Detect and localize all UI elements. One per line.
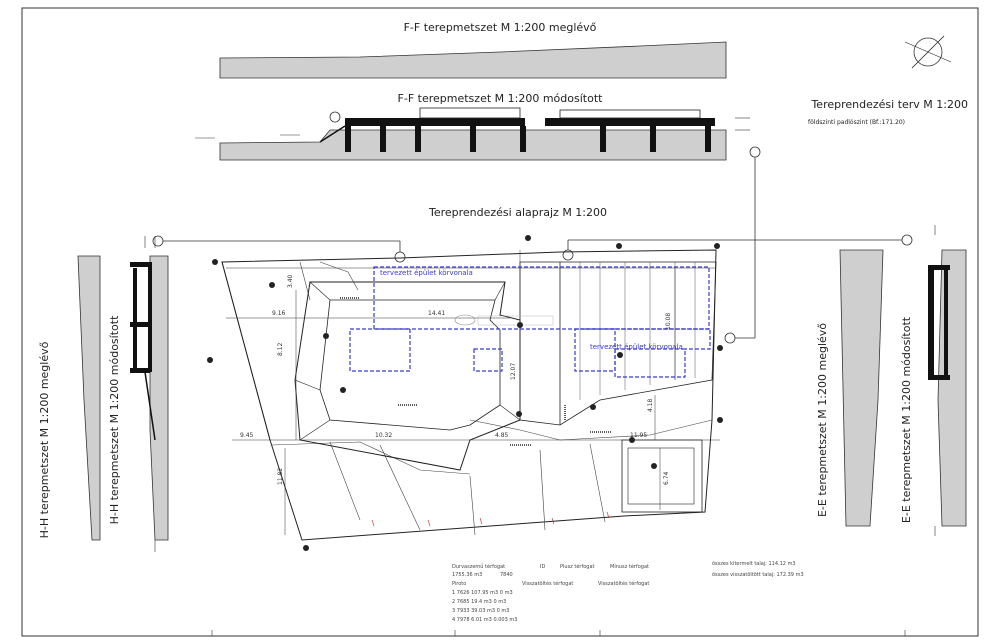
stamp-logo	[454, 314, 476, 326]
dim-label: 9.16	[272, 310, 286, 317]
svg-text:1 7626 107.95 m3: 1 7626 107.95 m3 0 m3	[452, 590, 513, 596]
dim-label: 3.40	[287, 274, 294, 288]
svg-text:Visszatöltés térfogat: Visszatöltés térfogat	[522, 580, 573, 587]
dim-label: 9.45	[240, 432, 254, 439]
svg-text:Mínusz térfogat: Mínusz térfogat	[610, 563, 649, 570]
north-arrow-icon	[904, 35, 952, 69]
section-markers	[152, 111, 913, 344]
dim-label: 10.08	[665, 313, 672, 330]
site-plan: tervezett épület körvonala tervezett épü…	[207, 235, 723, 551]
hh-existing-title: H-H terepmetszet M 1:200 meglévő	[38, 341, 51, 538]
svg-text:Durvaszemű térfogat: Durvaszemű térfogat	[452, 563, 505, 570]
plan-title: Tereprendezési terv M 1:200	[810, 98, 968, 111]
total-fill: összes visszatöltött talaj: 172.39 m3	[712, 572, 804, 578]
svg-text:2 7685 19.4 m3 0: 2 7685 19.4 m3 0 m3	[452, 599, 506, 605]
dim-label: 8.12	[277, 342, 284, 356]
dim-label: 6.74	[663, 471, 670, 485]
ee-existing-terrain	[839, 249, 884, 527]
dim-label: 11.82	[277, 468, 284, 485]
hh-existing-terrain	[77, 255, 101, 541]
ff-modified-title: F-F terepmetszet M 1:200 módosított	[398, 92, 604, 105]
svg-text:7840: 7840	[500, 572, 513, 578]
building-outline-label-top: tervezett épület körvonala	[380, 269, 473, 277]
volume-table: Durvaszemű térfogat ID Plusz térfogat Mí…	[452, 563, 649, 623]
ff-modified-section	[195, 107, 750, 161]
svg-text:Piroto: Piroto	[452, 581, 466, 587]
svg-text:3 7933 39.03 m3 0: 3 7933 39.03 m3 0 m3	[452, 608, 509, 614]
ee-existing-title: E-E terepmetszet M 1:200 meglévő	[816, 323, 829, 517]
total-cut: összes kitermelt talaj: 114.12 m3	[712, 561, 796, 567]
svg-text:ID: ID	[540, 564, 545, 570]
site-plan-title: Tereprendezési alaprajz M 1:200	[428, 206, 607, 219]
dim-label: 4.18	[647, 398, 654, 412]
dim-label: 10.32	[375, 432, 392, 439]
dim-label: 14.41	[428, 310, 445, 317]
planned-building-outline	[373, 266, 710, 330]
hh-modified-section	[130, 236, 169, 552]
svg-text:Visszatöltés térfogat: Visszatöltés térfogat	[598, 580, 649, 587]
svg-text:4 7978 6.01 m3 0.003 m3: 4 7978 6.01 m3 0.003 m3	[452, 617, 517, 623]
svg-text:1755.36 m3: 1755.36 m3	[452, 572, 482, 578]
plot-boundary	[221, 249, 717, 541]
ff-existing-title: F-F terepmetszet M 1:200 meglévő	[404, 21, 597, 34]
ff-existing-terrain	[219, 41, 727, 79]
building-outline-label-right: tervezett épület körvonala	[590, 343, 683, 351]
dim-label: 11.95	[630, 432, 647, 439]
ee-modified-section	[928, 225, 967, 536]
hh-modified-title: H-H terepmetszet M 1:200 módosított	[108, 315, 121, 524]
dim-label: 4.85	[495, 432, 509, 439]
ee-modified-title: E-E terepmetszet M 1:200 módosított	[900, 316, 913, 523]
plan-subtitle: földszinti padlószint (Bf.:171.20)	[808, 119, 905, 126]
dim-label: 12.07	[510, 363, 517, 380]
svg-text:Plusz térfogat: Plusz térfogat	[560, 563, 595, 570]
